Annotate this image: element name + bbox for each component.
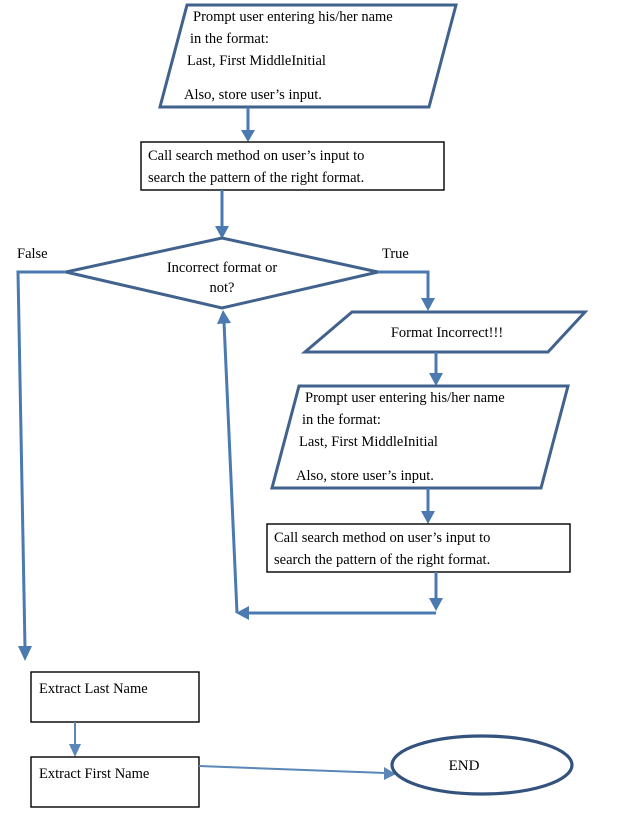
connector-false-branch <box>16 270 66 661</box>
connector-input-to-process-top <box>241 107 255 142</box>
node-input-top[interactable]: Prompt user entering his/her name in the… <box>158 3 458 109</box>
input-top-line-3: Last, First MiddleInitial <box>187 53 326 69</box>
node-input-retry[interactable]: Prompt user entering his/her name in the… <box>270 384 570 490</box>
connector-error-to-input-retry <box>429 352 443 386</box>
extract-first-shape <box>30 756 200 808</box>
node-process-top[interactable]: Call search method on user’s input to se… <box>140 141 445 191</box>
node-decision[interactable]: Incorrect format or not? <box>65 236 379 310</box>
end-label: END <box>449 758 480 774</box>
input-top-line-2: in the format: <box>190 31 269 47</box>
input-top-line-5: Also, store user’s input. <box>184 87 322 103</box>
node-extract-last[interactable]: Extract Last Name <box>30 671 200 723</box>
process-retry-line-1: Call search method on user’s input to <box>274 530 490 546</box>
decision-line-2: not? <box>210 280 235 296</box>
input-retry-line-5: Also, store user’s input. <box>296 468 434 484</box>
node-output-error[interactable]: Format Incorrect!!! <box>300 310 589 354</box>
process-top-line-1: Call search method on user’s input to <box>148 148 364 164</box>
decision-line-1: Incorrect format or <box>167 260 277 276</box>
connector-process-to-decision <box>215 190 229 239</box>
connector-last-to-first <box>69 722 81 757</box>
input-retry-line-2: in the format: <box>302 412 381 428</box>
connector-loop-back <box>217 310 443 620</box>
node-process-retry[interactable]: Call search method on user’s input to se… <box>266 523 571 573</box>
process-retry-line-2: search the pattern of the right format. <box>274 552 490 568</box>
output-error-shape <box>300 310 589 354</box>
process-top-line-2: search the pattern of the right format. <box>148 170 364 186</box>
extract-last-shape <box>30 671 200 723</box>
connector-first-to-end <box>198 765 396 780</box>
edge-label-true: True <box>382 246 409 262</box>
process-retry-shape <box>266 523 571 573</box>
extract-last-label: Extract Last Name <box>39 681 148 697</box>
input-top-shape <box>158 3 458 109</box>
input-top-line-1: Prompt user entering his/her name <box>193 9 393 25</box>
process-top-shape <box>140 141 445 191</box>
input-retry-shape <box>270 384 570 490</box>
extract-first-label: Extract First Name <box>39 766 149 782</box>
connector-true-branch <box>378 270 435 311</box>
node-extract-first[interactable]: Extract First Name <box>30 756 200 808</box>
end-shape <box>390 734 574 796</box>
connector-input-retry-to-process-retry <box>421 488 435 524</box>
node-end[interactable]: END <box>390 734 574 796</box>
output-error-line-1: Format Incorrect!!! <box>391 325 503 341</box>
input-retry-line-3: Last, First MiddleInitial <box>299 434 438 450</box>
input-retry-line-1: Prompt user entering his/her name <box>305 390 505 406</box>
edge-label-false: False <box>17 246 48 262</box>
